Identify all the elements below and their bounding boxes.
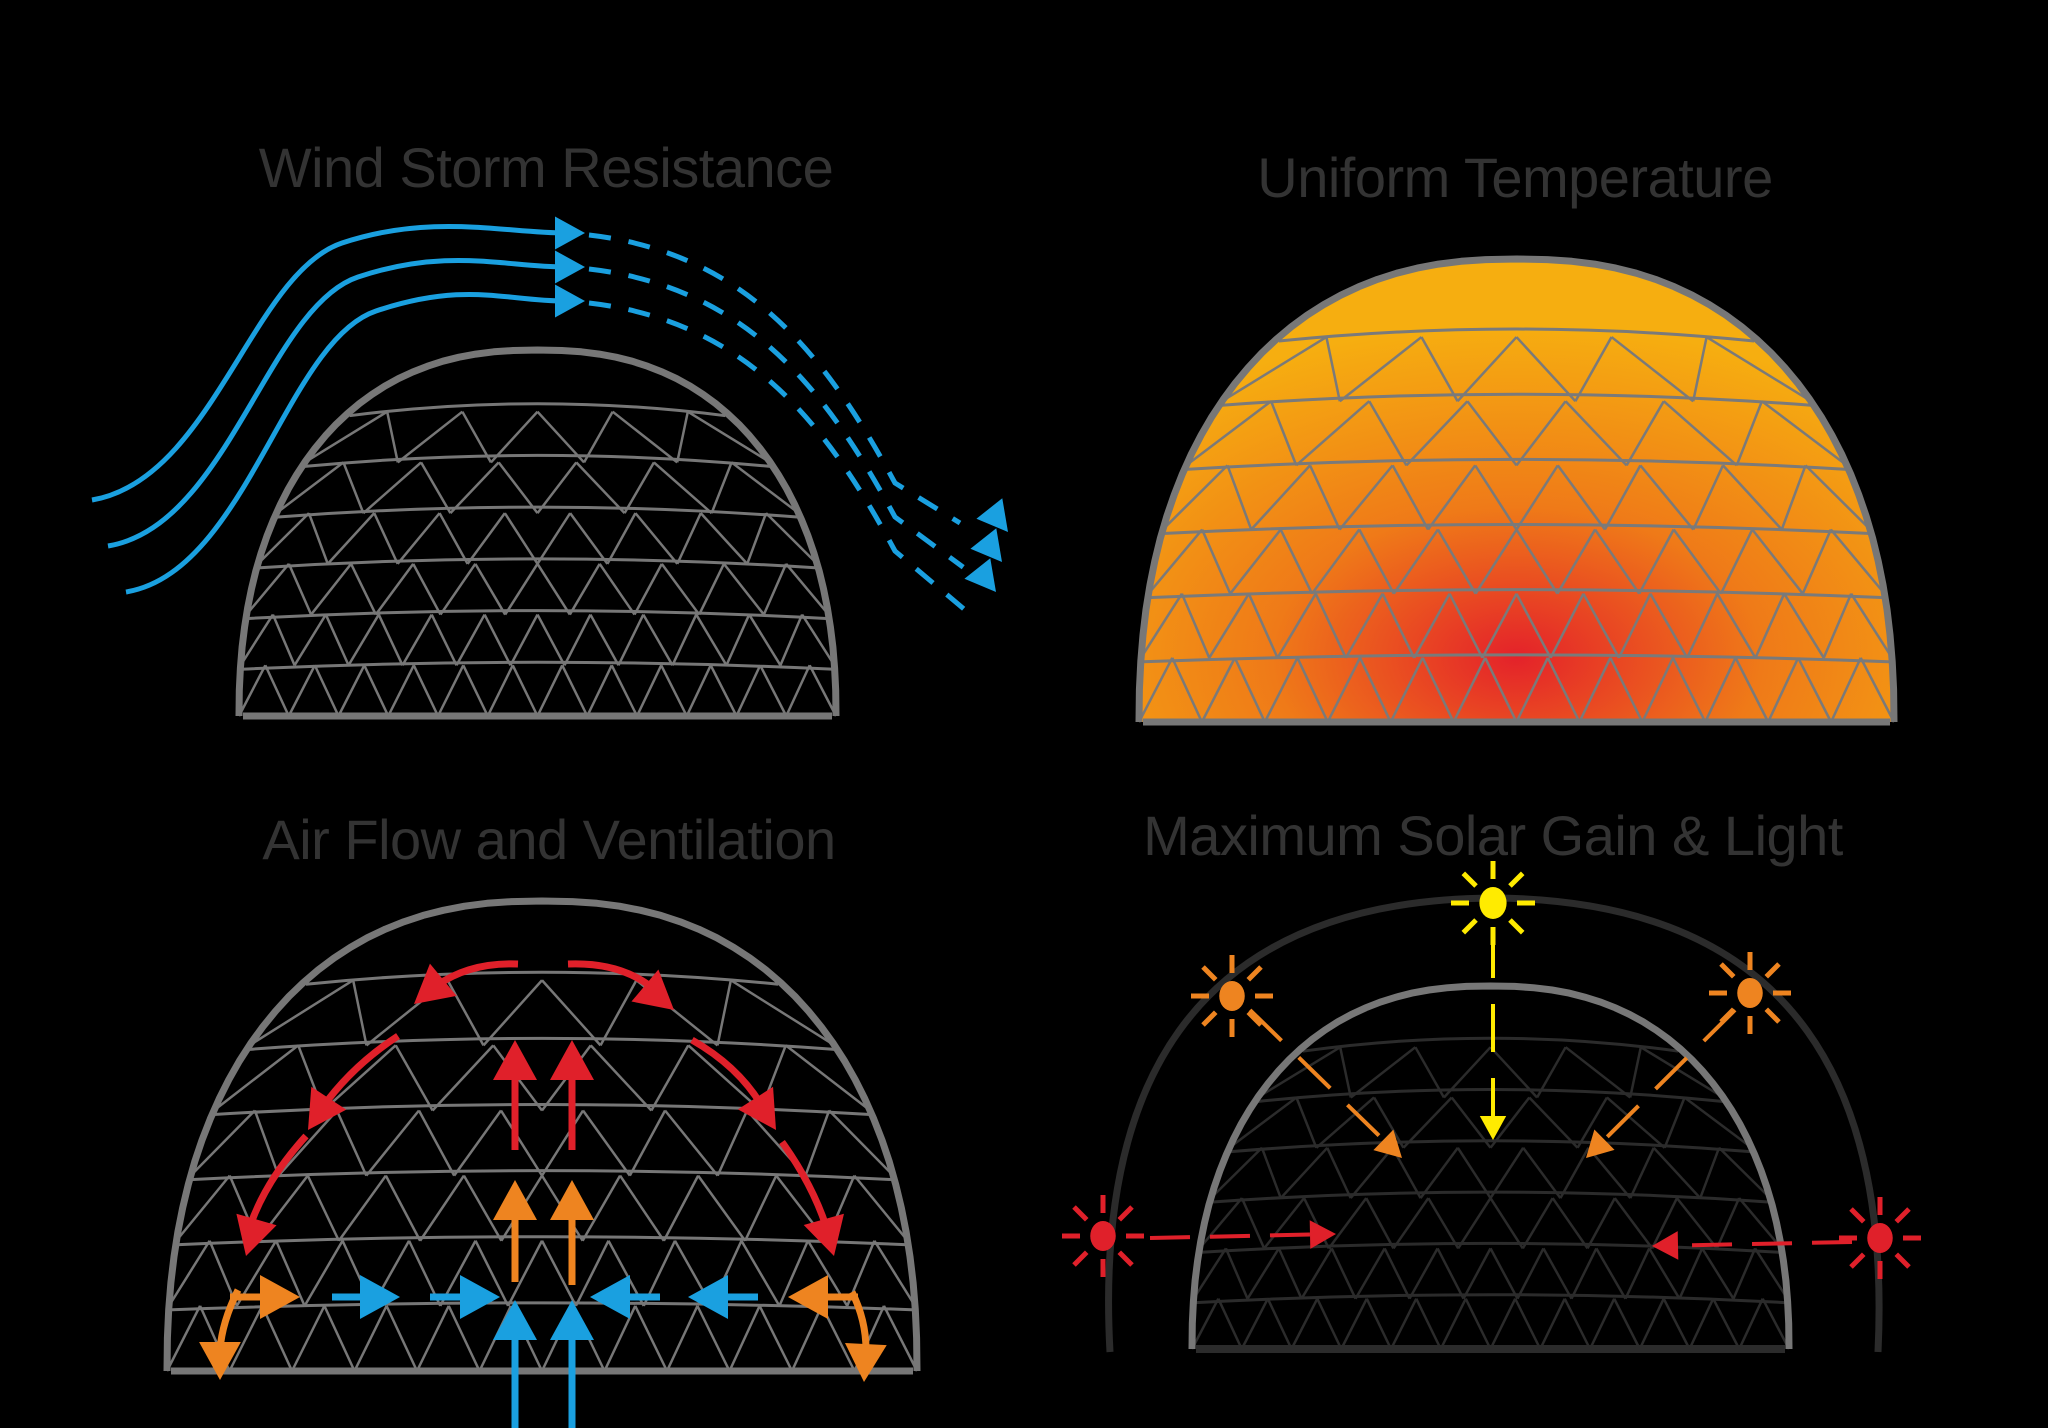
- panel-airflow: [163, 897, 921, 1428]
- panel-temperature: [1135, 255, 1898, 726]
- sun-rays: [1149, 930, 1853, 1260]
- title-wind-storm-resistance: Wind Storm Resistance: [258, 136, 834, 199]
- panel-wind: [91, 216, 1008, 720]
- title-air-flow-ventilation: Air Flow and Ventilation: [262, 808, 836, 871]
- geodesic-dome-heated: [1135, 255, 1898, 726]
- sun-icon: [1062, 1195, 1144, 1277]
- sun-icon: [1839, 1197, 1921, 1279]
- sun-icon: [1709, 952, 1791, 1034]
- convection-arrows-icon: [199, 960, 887, 1428]
- sun-icon: [1191, 955, 1273, 1037]
- geodesic-dome: [235, 346, 840, 720]
- sun-icons: [1062, 861, 1921, 1279]
- wind-flow-arrows-icon: [91, 216, 1008, 614]
- title-maximum-solar-gain: Maximum Solar Gain & Light: [1143, 804, 1843, 867]
- title-uniform-temperature: Uniform Temperature: [1257, 146, 1773, 209]
- sun-icon: [1451, 861, 1535, 945]
- panel-solar: [1062, 861, 1921, 1353]
- geodesic-dome: [1188, 982, 1793, 1353]
